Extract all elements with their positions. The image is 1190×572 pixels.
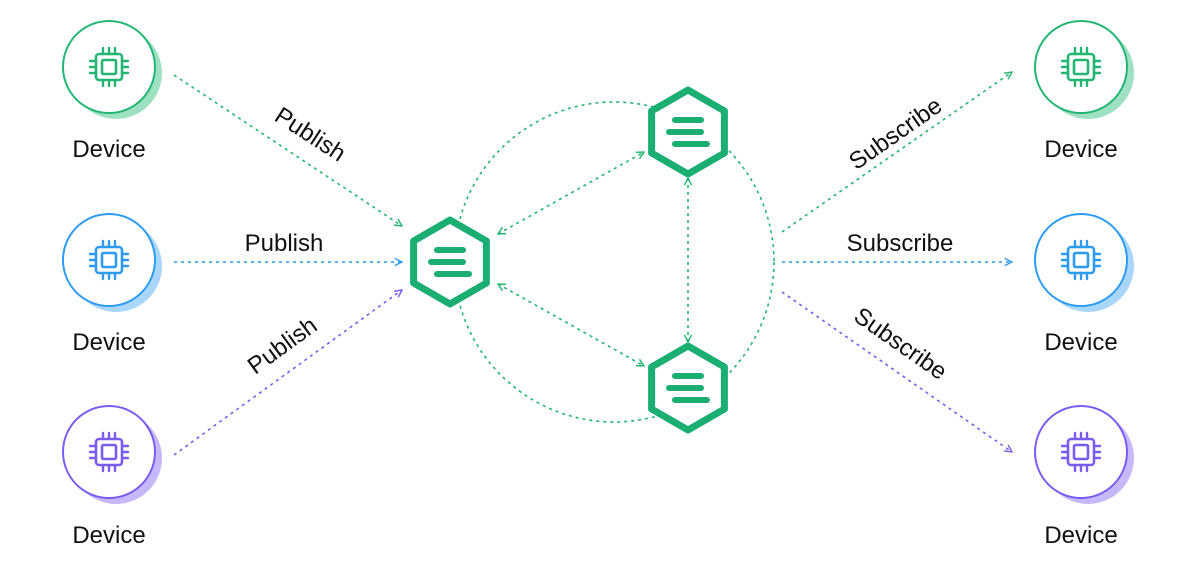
- publish-label-3: Publish: [243, 312, 323, 380]
- subscriber-device-3: Device: [1034, 405, 1134, 549]
- cluster-ring: [453, 101, 775, 423]
- chip-icon: [88, 46, 130, 88]
- subscriber-device-label-1: Device: [1044, 136, 1117, 163]
- broker-link-left-bottom: [498, 284, 644, 366]
- subscriber-device-label-3: Device: [1044, 522, 1117, 549]
- chip-icon: [88, 431, 130, 473]
- subscribe-label-2: Subscribe: [847, 230, 954, 257]
- subscriber-device-1: Device: [1034, 20, 1134, 163]
- publisher-device-label-2: Device: [72, 329, 145, 356]
- chip-icon: [1060, 431, 1102, 473]
- publish-line-3: [173, 290, 402, 456]
- subscriber-device-label-2: Device: [1044, 329, 1117, 356]
- publish-label-2: Publish: [245, 230, 324, 257]
- publish-label-1: Publish: [270, 102, 351, 168]
- publisher-device-2: Device: [62, 213, 162, 356]
- broker-bottom: [648, 342, 728, 434]
- broker-icon: [648, 342, 728, 434]
- subscriber-device-2: Device: [1034, 213, 1134, 356]
- broker-top: [648, 86, 728, 178]
- publisher-device-label-1: Device: [72, 136, 145, 163]
- publisher-device-1: Device: [62, 20, 162, 163]
- publish-line-1: [173, 74, 402, 226]
- subscribe-line-3: [781, 291, 1012, 452]
- broker-icon: [410, 216, 490, 308]
- broker-icon: [648, 86, 728, 178]
- chip-icon: [1060, 239, 1102, 281]
- chip-icon: [88, 239, 130, 281]
- publisher-device-label-3: Device: [72, 522, 145, 549]
- broker-link-left-top: [498, 152, 644, 234]
- publisher-device-3: Device: [62, 405, 162, 549]
- broker-left: [410, 216, 490, 308]
- subscribe-label-1: Subscribe: [844, 92, 947, 175]
- chip-icon: [1060, 46, 1102, 88]
- subscribe-line-1: [781, 72, 1012, 233]
- subscribe-label-3: Subscribe: [849, 302, 952, 385]
